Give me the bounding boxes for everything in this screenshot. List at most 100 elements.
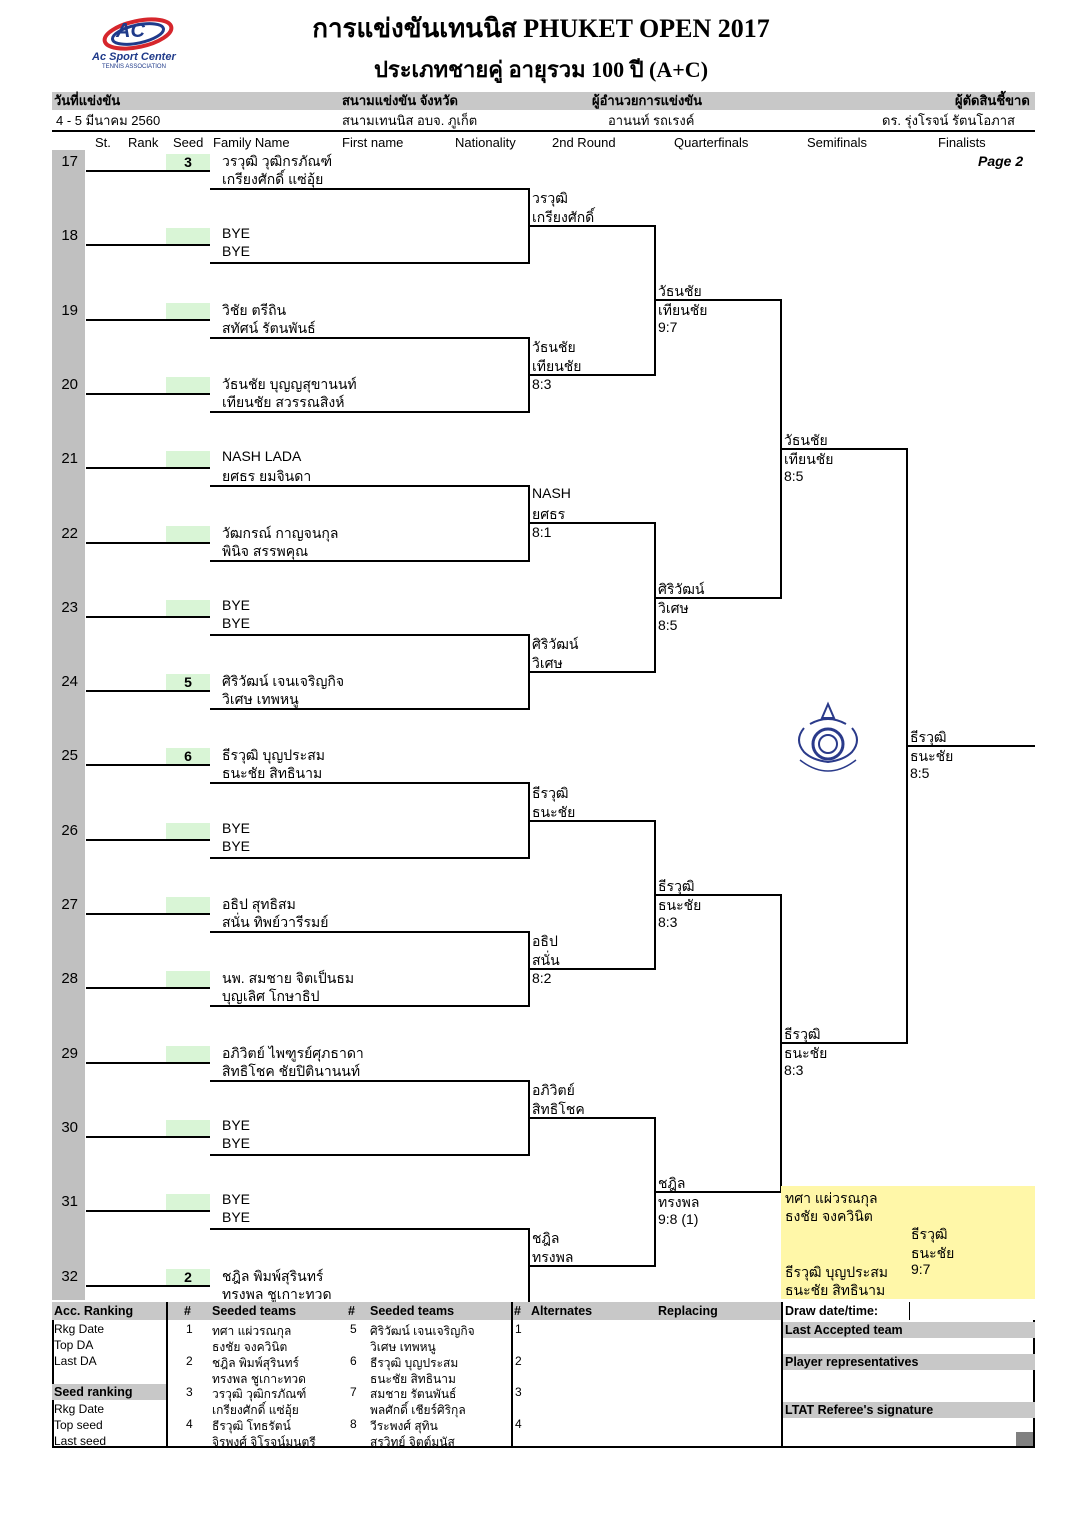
seeded-teams-label: Seeded teams	[370, 1304, 455, 1318]
r2-line	[530, 819, 656, 822]
seed-number: 4	[186, 1416, 193, 1431]
seed-team-player-1: สมชาย รัตนพันธ์	[370, 1387, 457, 1401]
seed-number: 3	[186, 1385, 193, 1399]
player-2-name: วิเศษ เทพหนู	[222, 691, 299, 708]
player-reps-bg	[783, 1354, 1035, 1370]
header-divider	[52, 130, 1035, 132]
entry-line	[86, 467, 210, 470]
acc-ranking-label: Acc. Ranking	[54, 1304, 134, 1318]
entry-line	[210, 262, 530, 265]
association-seal	[790, 700, 866, 782]
sf-winner-b: ธนะชัย	[784, 1045, 828, 1062]
seed-cell	[166, 525, 210, 542]
seed-team-player-1: ทศา แผ่วรณกุล	[212, 1324, 292, 1338]
playoff-team: ธีรวุฒิ บุญประสม	[785, 1264, 888, 1280]
corner-marker	[1016, 1432, 1033, 1446]
entry-line	[210, 1079, 530, 1082]
replacing-label: Replacing	[658, 1304, 718, 1318]
player-2-name: ธนะชัย สิทธินาม	[222, 765, 323, 782]
player-1-name: BYE	[222, 596, 251, 613]
col-rank: Rank	[128, 135, 159, 150]
seed-cell	[166, 376, 210, 393]
seed-cell	[166, 599, 210, 616]
entry-line	[86, 913, 210, 915]
r1-connector	[528, 336, 530, 413]
player-1-name: อธิป สุทธิสม	[222, 896, 296, 912]
player-2-name: ยศธร ยมจินดา	[222, 468, 312, 485]
player-2-name: BYE	[222, 243, 251, 260]
col-family: Family Name	[213, 135, 290, 150]
entry-line	[210, 336, 530, 339]
playoff-winner-a: ธีรวุฒิ	[911, 1226, 948, 1242]
bottom-divider	[781, 1302, 783, 1448]
col-st: St.	[95, 135, 111, 150]
playoff-winner-b: ธนะชัย	[911, 1245, 955, 1261]
seed-cell: 6	[166, 748, 210, 765]
seed-team-player-2: ธนะชัย สิทธินาม	[370, 1371, 456, 1386]
seed-number: 6	[350, 1353, 357, 1368]
referee: ดร. รุ่งโรจน์ รัตนโอภาส	[882, 113, 1015, 128]
r2-connector	[654, 225, 656, 376]
seed-number: 8	[350, 1416, 357, 1431]
r2-winner-b: เกรียงศักดิ์	[532, 209, 595, 226]
playoff-team: ทศา แผ่วรณกุล	[785, 1190, 878, 1206]
draw-position: 26	[61, 821, 78, 839]
player-2-name: BYE	[222, 614, 251, 631]
seed-cell	[166, 228, 210, 245]
r1-connector	[528, 1079, 530, 1156]
seed-team-player-2: ทรงพล ชูเกาะทวด	[212, 1371, 306, 1386]
seed-cell	[166, 897, 210, 913]
r1-connector	[528, 633, 530, 711]
draw-position: 22	[61, 524, 78, 542]
qf-winner-b: ธนะชัย	[658, 896, 702, 913]
sf-winner-a: วัธนชัย	[784, 432, 828, 449]
player-1-name: BYE	[222, 1191, 251, 1208]
seed-team-player-2: ธงชัย จงควินิต	[212, 1340, 288, 1354]
venue-label: สนามแข่งขัน จังหวัด	[342, 93, 458, 108]
entry-line	[86, 1135, 210, 1138]
col-seed: Seed	[173, 135, 204, 150]
draw-position: 17	[61, 153, 78, 170]
entry-line	[86, 615, 210, 618]
page-subtitle: ประเภทชายคู่ อายุรวม 100 ปี (A+C)	[373, 57, 709, 82]
playoff-box	[781, 1186, 1035, 1299]
sf-connector	[906, 448, 908, 1045]
seed-cell: 5	[166, 674, 210, 691]
alternate-number: 3	[515, 1385, 522, 1399]
draw-date-bg	[783, 1302, 909, 1320]
seed-cell	[166, 1119, 210, 1136]
r2-score: 8:1	[532, 524, 552, 541]
referee-signature-label: LTAT Referee's signature	[785, 1403, 934, 1417]
entry-line	[210, 931, 530, 933]
final-line	[908, 745, 1035, 748]
seed-number: 1	[186, 1322, 193, 1336]
final-winner-a: ธีรวุฒิ	[910, 729, 947, 746]
player-2-name: สนั่น ทิพย์วารีรมย์	[222, 914, 329, 930]
seed-team-player-2: พลศักดิ์ เชียร์ศิริกุล	[370, 1403, 466, 1417]
seed-team-player-1: ธีรวุฒิ บุญประสม	[370, 1355, 459, 1370]
qf-line	[656, 299, 782, 302]
draw-position: 18	[61, 227, 78, 245]
qf-winner-a: ชฎิล	[658, 1175, 686, 1192]
draw-position: 19	[61, 301, 78, 319]
seed-ranking-bg	[52, 1384, 166, 1400]
director-label: ผู้อำนวยการแข่งขัน	[592, 93, 703, 108]
page-number: Page 2	[978, 153, 1024, 169]
column-headers: St. Rank Seed Family Name First name Nat…	[52, 134, 1035, 152]
number-column-bg	[52, 150, 85, 1300]
player-2-name: BYE	[222, 837, 251, 854]
draw-position: 31	[61, 1193, 78, 1211]
seed-cell	[166, 971, 210, 988]
venue: สนามเทนนิส อบจ. ภูเก็ต	[342, 113, 478, 128]
draw-date-label: Draw date/time:	[785, 1304, 879, 1318]
player-2-name: เทียนชัย สวรรณสิงห์	[222, 393, 345, 410]
entry-line	[86, 838, 210, 841]
entry-line	[210, 708, 530, 711]
seed-ranking-label: Seed ranking	[54, 1385, 133, 1399]
last-accepted-bg	[783, 1322, 1035, 1338]
seed-team-player-1: วีระพงศ์ สุทิน	[370, 1418, 438, 1433]
r2-winner-a: ศิริวัฒน์	[532, 635, 579, 652]
seed-team-player-2: สรวิทย์ จิตต์มนัส	[370, 1434, 455, 1449]
entry-line	[86, 1284, 210, 1287]
